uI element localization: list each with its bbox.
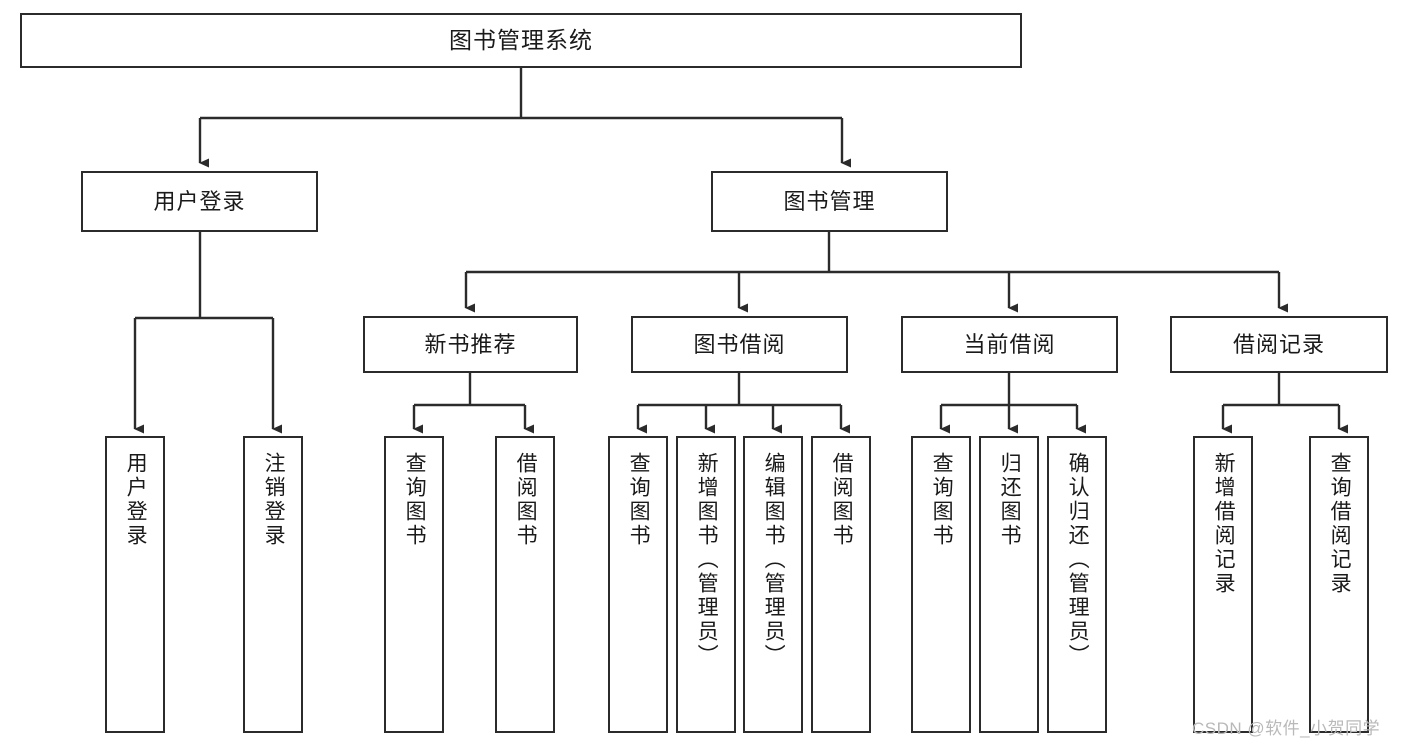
node-label: 当前借阅 [963, 331, 1056, 357]
leaf-new-book-query-book[interactable]: 查询图书 [384, 436, 444, 733]
csdn-watermark: CSDN @软件_小贺同学 [1192, 714, 1380, 739]
leaf-current-return-book[interactable]: 归还图书 [979, 436, 1039, 733]
node-label: 用户登录 [124, 452, 148, 548]
node-label: 查询借阅记录 [1328, 452, 1352, 596]
node-book-borrow[interactable]: 图书借阅 [631, 316, 848, 373]
node-label: 注销登录 [262, 452, 286, 548]
node-label: 归还图书 [998, 452, 1022, 548]
node-user-login[interactable]: 用户登录 [81, 171, 318, 232]
node-label: 图书管理系统 [449, 27, 593, 54]
leaf-borrow-add-book-admin[interactable]: 新增图书（管理员） [676, 436, 736, 733]
leaf-record-query-record[interactable]: 查询借阅记录 [1309, 436, 1369, 733]
leaf-new-book-borrow-book[interactable]: 借阅图书 [495, 436, 555, 733]
node-label: 借阅图书 [830, 452, 854, 548]
node-root-book-management-system[interactable]: 图书管理系统 [20, 13, 1022, 68]
leaf-logout[interactable]: 注销登录 [243, 436, 303, 733]
node-label: 新增图书（管理员） [695, 452, 719, 668]
node-label: 新增借阅记录 [1212, 452, 1236, 596]
leaf-current-confirm-return-admin[interactable]: 确认归还（管理员） [1047, 436, 1107, 733]
node-label: 借阅记录 [1232, 331, 1325, 357]
node-label: 用户登录 [153, 188, 246, 214]
node-current-borrow[interactable]: 当前借阅 [901, 316, 1118, 373]
node-label: 借阅图书 [514, 452, 538, 548]
node-borrow-record[interactable]: 借阅记录 [1170, 316, 1388, 373]
node-label: 编辑图书（管理员） [762, 452, 786, 668]
watermark-text: CSDN @软件_小贺同学 [1192, 719, 1381, 738]
node-label: 新书推荐 [424, 331, 517, 357]
node-label: 图书借阅 [693, 331, 786, 357]
leaf-borrow-borrow-book[interactable]: 借阅图书 [811, 436, 871, 733]
node-new-book-recommend[interactable]: 新书推荐 [363, 316, 578, 373]
leaf-current-query-book[interactable]: 查询图书 [911, 436, 971, 733]
node-label: 确认归还（管理员） [1066, 452, 1090, 668]
node-label: 图书管理 [783, 188, 876, 214]
leaf-record-add-record[interactable]: 新增借阅记录 [1193, 436, 1253, 733]
leaf-borrow-edit-book-admin[interactable]: 编辑图书（管理员） [743, 436, 803, 733]
node-book-management[interactable]: 图书管理 [711, 171, 948, 232]
node-label: 查询图书 [627, 452, 651, 548]
node-label: 查询图书 [930, 452, 954, 548]
leaf-user-login[interactable]: 用户登录 [105, 436, 165, 733]
node-label: 查询图书 [403, 452, 427, 548]
leaf-borrow-query-book[interactable]: 查询图书 [608, 436, 668, 733]
